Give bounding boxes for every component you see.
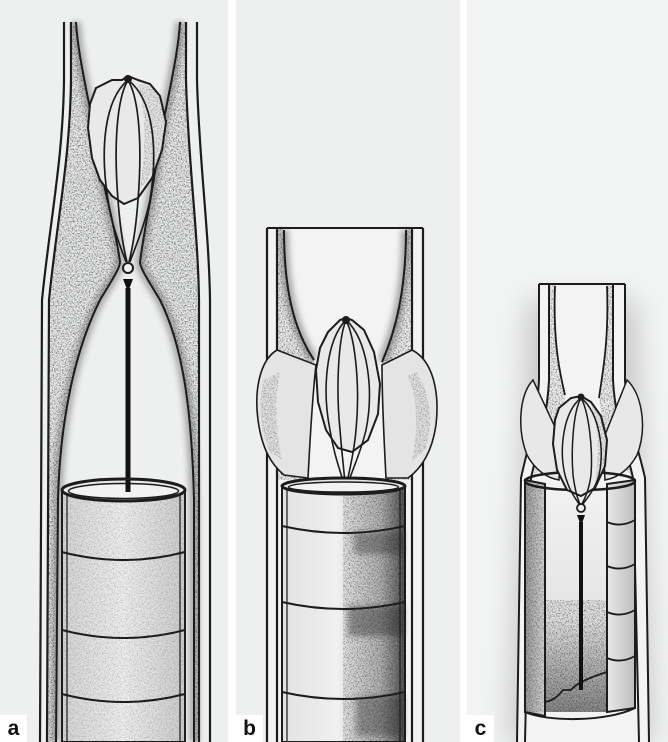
sheath-band-shadow	[356, 696, 404, 736]
sheath-inner-texture	[545, 600, 607, 712]
sheath-texture	[63, 495, 184, 742]
sheath-band-shadow	[354, 532, 404, 554]
sheath-wall-left-texture	[526, 484, 544, 712]
basket-shaft-entry	[126, 480, 131, 492]
panel-b: b	[236, 0, 460, 742]
panel-c-illustration	[467, 0, 668, 742]
sheath-cylinder	[62, 479, 185, 742]
sheath-rim-inner	[69, 484, 179, 499]
panel-b-illustration	[236, 0, 460, 742]
sheath-band-shadow	[348, 606, 404, 636]
panel-label-c: c	[467, 715, 494, 742]
sheath-wall-right	[607, 480, 635, 712]
panel-label-b: b	[236, 715, 263, 742]
sheath-cylinder	[282, 478, 405, 742]
panel-label-a: a	[0, 715, 27, 742]
sheath-rim-inner	[289, 482, 399, 492]
basket-shaft	[126, 288, 131, 493]
panel-a: a	[0, 0, 228, 742]
panel-c: c	[467, 0, 668, 742]
basket-ring	[123, 263, 133, 273]
panel-a-illustration	[0, 0, 228, 742]
basket-ring	[577, 504, 585, 512]
basket-shaft	[579, 522, 583, 690]
